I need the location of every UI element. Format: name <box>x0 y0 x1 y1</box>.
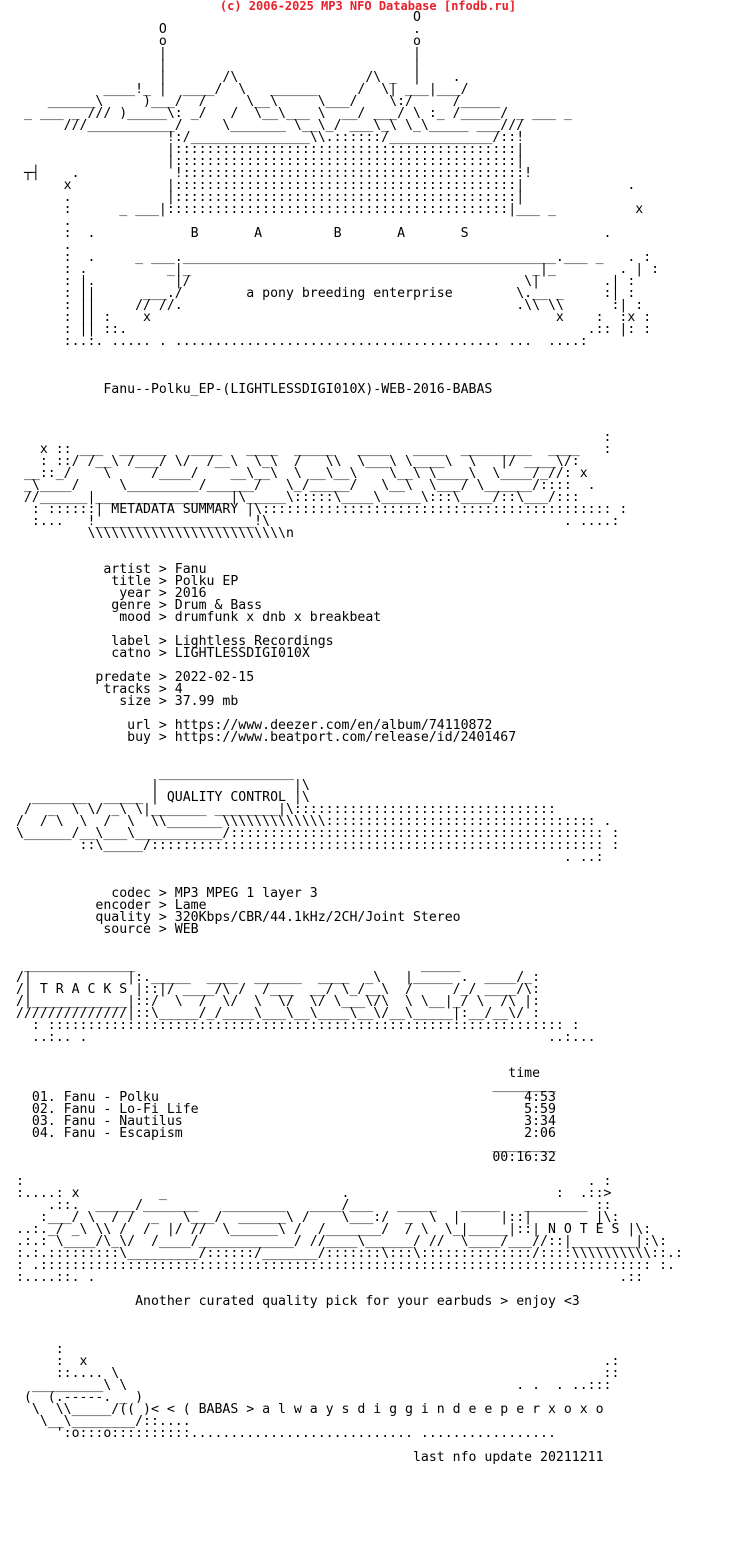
nfo-ascii-document: O O . o o | | | <box>16 10 683 1465</box>
database-copyright-header: (c) 2006-2025 MP3 NFO Database [nfodb.ru… <box>219 0 517 13</box>
